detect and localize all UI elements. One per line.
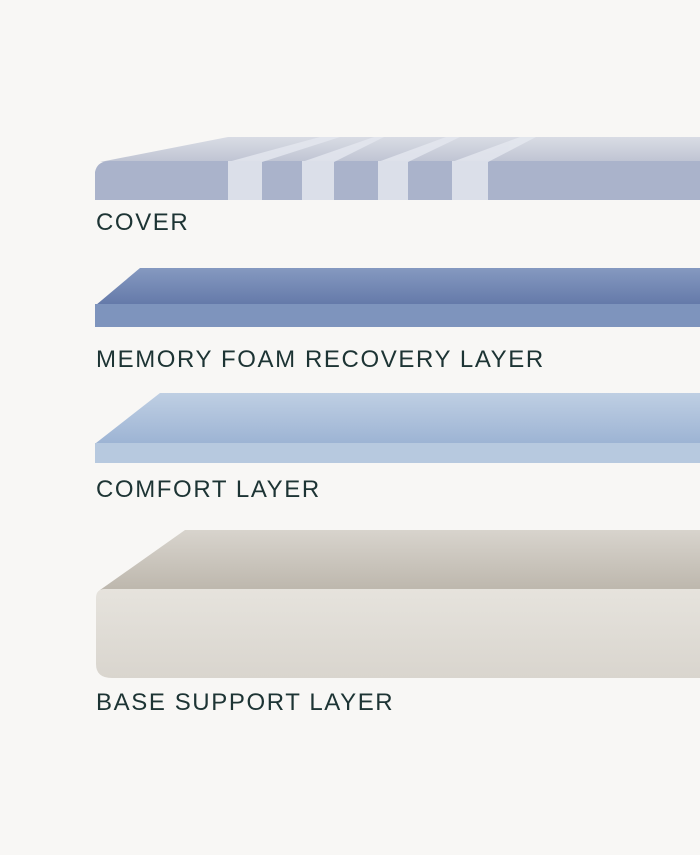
memory-foam-label: MEMORY FOAM RECOVERY LAYER xyxy=(96,346,545,373)
base-support-label: BASE SUPPORT LAYER xyxy=(96,689,395,716)
comfort-top-face xyxy=(96,393,700,443)
cover-stripes xyxy=(228,137,536,200)
comfort-layer-label: COMFORT LAYER xyxy=(96,476,321,503)
base-side-face xyxy=(96,589,700,678)
comfort-layer xyxy=(95,393,700,463)
cover-label: COVER xyxy=(96,209,190,236)
cover-layer xyxy=(95,137,700,200)
cover-top-face xyxy=(100,137,700,162)
memory-foam-layer xyxy=(95,268,700,327)
memory-foam-side-face xyxy=(95,304,700,327)
base-support-layer xyxy=(96,530,700,678)
memory-foam-top-face xyxy=(96,268,700,305)
comfort-side-face xyxy=(95,443,700,463)
base-top-face xyxy=(100,530,700,590)
